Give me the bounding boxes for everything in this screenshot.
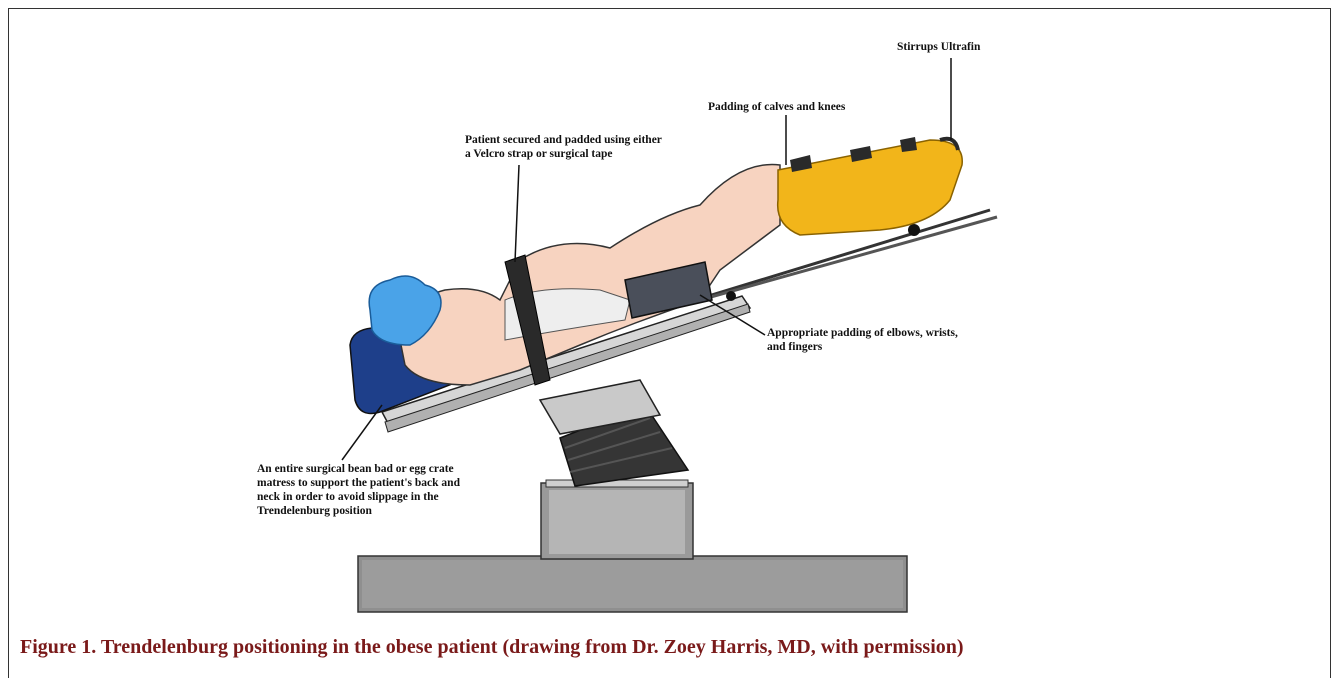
label-calves-knees: Padding of calves and knees bbox=[708, 100, 845, 114]
table-pedestal bbox=[541, 480, 693, 559]
leg-support bbox=[778, 137, 963, 235]
figure-caption: Figure 1. Trendelenburg positioning in t… bbox=[20, 636, 964, 659]
table-base bbox=[358, 556, 907, 612]
label-arm-padding: Appropriate padding of elbows, wrists, a… bbox=[767, 326, 977, 354]
label-mattress: An entire surgical bean bad or egg crate… bbox=[257, 462, 482, 518]
label-strap: Patient secured and padded using either … bbox=[465, 133, 670, 161]
label-stirrups: Stirrups Ultrafin bbox=[897, 40, 980, 54]
